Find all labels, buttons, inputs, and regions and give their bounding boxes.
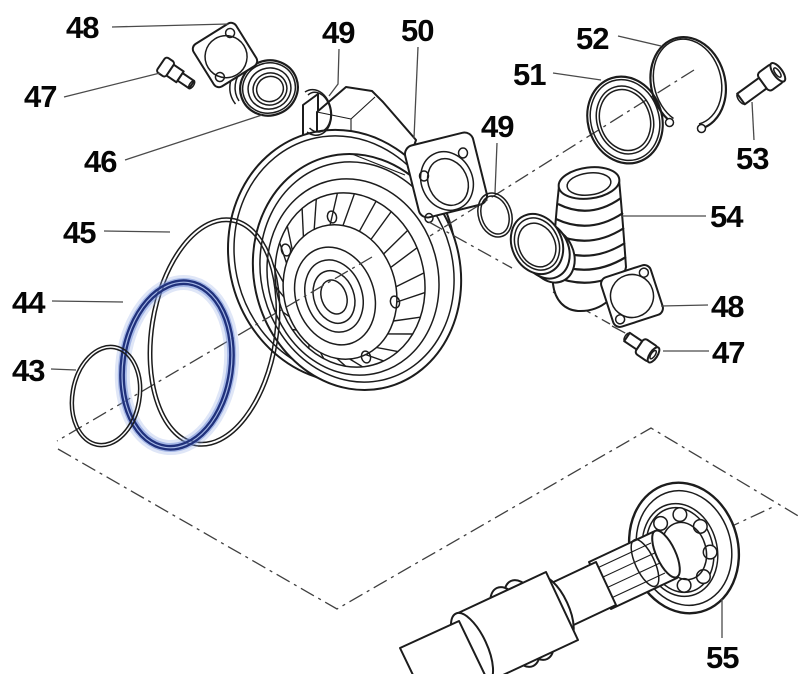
gasket-bore [204, 34, 248, 79]
part-48-gasket-top-left [191, 21, 259, 89]
callout-46[interactable]: 46 [84, 144, 118, 179]
flange-hole [418, 170, 430, 182]
bolt-socket [649, 349, 658, 360]
tube-edge [351, 153, 406, 176]
shaft-bore [320, 279, 348, 315]
vane-hole [360, 350, 372, 364]
callout-44[interactable]: 44 [12, 285, 47, 320]
outlet-bore [419, 151, 475, 211]
callout-43[interactable]: 43 [12, 353, 46, 388]
part-44-o-ring-highlighted[interactable] [110, 273, 245, 457]
part-51-seal-ring [586, 75, 664, 165]
outlet-bore-inner [426, 157, 470, 207]
hub-seat [293, 246, 377, 346]
spline-tip [651, 529, 681, 579]
gasket-hole [638, 267, 650, 278]
flange-hole [457, 147, 469, 159]
vane-hole [280, 243, 292, 257]
callout-54[interactable]: 54 [710, 199, 745, 234]
vane-ring-inner [282, 223, 398, 361]
part-48-gasket-right [600, 264, 664, 328]
callout-49-middle[interactable]: 49 [481, 109, 515, 144]
elbow-mouth-inner [566, 172, 612, 196]
volute-disc [251, 153, 463, 391]
part-52-circlip [649, 36, 727, 134]
section-boundary [57, 427, 800, 610]
part-43-o-ring [69, 344, 143, 448]
part-50-pump-housing [227, 86, 489, 391]
face-ring [266, 178, 440, 376]
screw-socket [772, 67, 782, 78]
volute-disc-rim [259, 161, 455, 383]
callout-51[interactable]: 51 [513, 57, 547, 92]
callout-49-top[interactable]: 49 [322, 15, 356, 50]
callout-48-top-left[interactable]: 48 [66, 10, 100, 45]
callout-48-right[interactable]: 48 [711, 289, 745, 324]
callout-53[interactable]: 53 [736, 141, 770, 176]
part-53-screw [736, 61, 787, 106]
vane-hole [389, 295, 401, 309]
callout-55[interactable]: 55 [706, 640, 740, 674]
callout-47-right[interactable]: 47 [712, 335, 745, 370]
pto-shaft [399, 529, 681, 674]
diffuser-vanes [274, 193, 426, 368]
leader-lines [50, 23, 755, 638]
part-49-o-ring-middle [477, 192, 513, 238]
callout-labels: 48 47 46 49 50 52 51 53 49 54 48 47 45 4… [12, 10, 770, 674]
bolt-tip [187, 80, 196, 90]
circlip-eye [696, 123, 707, 134]
gasket-hole [224, 27, 236, 39]
main-shaft-centerline [56, 256, 373, 442]
gasket-hole [614, 314, 626, 325]
gasket-bore [609, 273, 655, 319]
callout-52[interactable]: 52 [576, 21, 609, 56]
part-46-seal [229, 59, 299, 117]
part-47-bolt-top-left [156, 56, 196, 90]
circlip-eye [664, 117, 675, 128]
spline-groove [630, 538, 660, 588]
elbow-centerline [429, 69, 695, 237]
callout-50[interactable]: 50 [401, 13, 434, 48]
part-49-snap-ring-top [304, 88, 333, 137]
callout-45[interactable]: 45 [63, 215, 97, 250]
spline-teeth [592, 542, 666, 601]
vane-hole [326, 210, 338, 224]
part-47-bolt-right [623, 331, 661, 364]
callout-47-top-left[interactable]: 47 [24, 79, 57, 114]
hub-bore [312, 269, 356, 325]
vane-ring-outer [274, 192, 426, 368]
gasket-hole [214, 71, 226, 83]
hub-ring [304, 259, 364, 333]
shaft-lower [399, 620, 486, 674]
